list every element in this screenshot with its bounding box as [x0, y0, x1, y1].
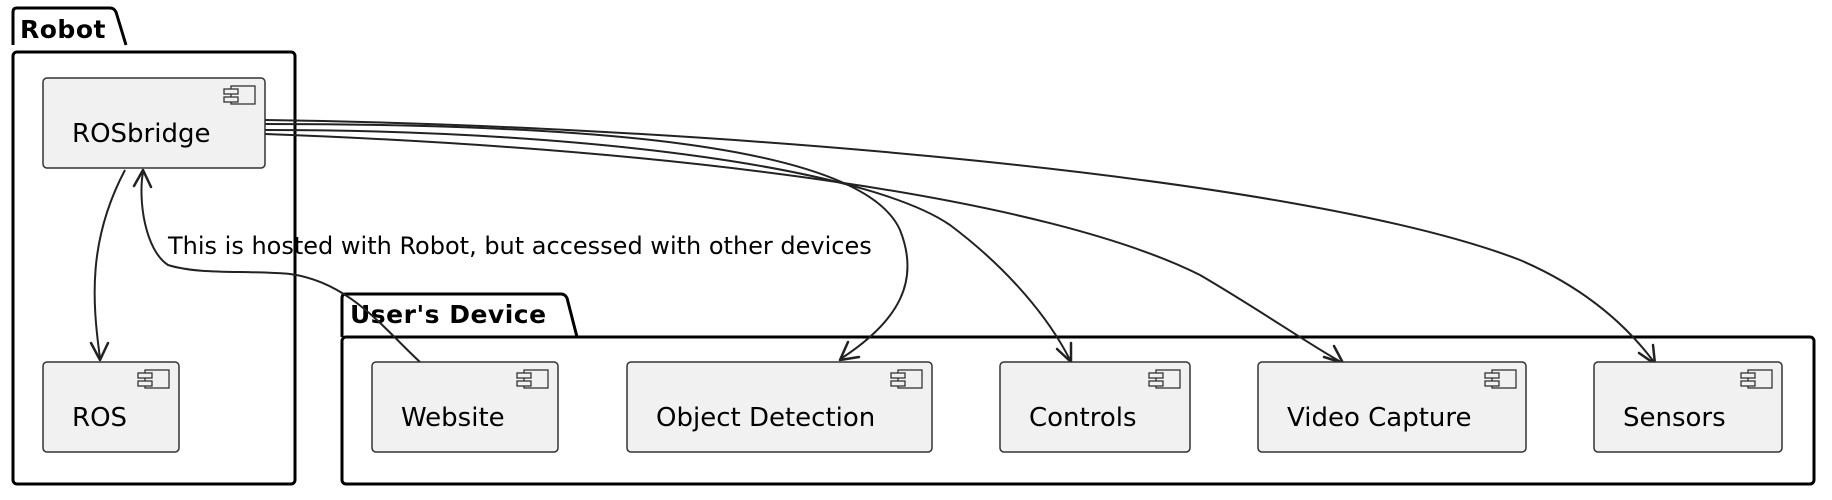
component-icon [137, 369, 170, 389]
component-video-capture[interactable]: Video Capture [1257, 361, 1527, 453]
edge-rosbridge-ros [93, 169, 126, 359]
package-users-device-frame [340, 335, 1816, 486]
component-controls-label: Controls [1029, 403, 1137, 433]
component-object-detection-box [626, 361, 933, 453]
component-icon [1740, 369, 1773, 389]
component-website-label: Website [401, 403, 505, 433]
component-video-capture-box [1257, 361, 1527, 453]
component-sensors-box [1593, 361, 1783, 453]
edge-rosbridge-sensors [264, 119, 1655, 363]
edge-rosbridge-object-detection-arrowhead [838, 340, 861, 362]
package-robot-tab [11, 6, 128, 46]
component-icon [516, 369, 549, 389]
component-object-detection[interactable]: Object Detection [626, 361, 933, 453]
component-ros[interactable]: ROS [42, 361, 180, 453]
edge-rosbridge-ros-arrowhead [89, 341, 110, 362]
component-rosbridge[interactable]: ROSbridge [42, 77, 266, 169]
component-icon [890, 369, 923, 389]
edge-rosbridge-controls-arrowhead [1055, 341, 1073, 364]
component-rosbridge-box [42, 77, 266, 169]
component-controls[interactable]: Controls [999, 361, 1191, 453]
edge-website-rosbridge [140, 171, 421, 363]
component-controls-box [999, 361, 1191, 453]
package-robot-frame [11, 50, 297, 486]
edge-website-rosbridge-label: This is hosted with Robot, but accessed … [167, 232, 872, 260]
package-users-device-label: User's Device [350, 300, 547, 329]
component-ros-label: ROS [72, 403, 127, 433]
edges: This is hosted with Robot, but accessed … [89, 119, 1657, 366]
component-rosbridge-label: ROSbridge [72, 119, 210, 149]
component-icon [223, 85, 256, 105]
edge-rosbridge-object-detection [264, 123, 909, 359]
component-icon [1148, 369, 1181, 389]
package-robot-label: Robot [20, 15, 106, 44]
package-users-device: User's Device [340, 292, 1816, 486]
component-icon [1484, 369, 1517, 389]
edge-website-rosbridge-arrowhead [132, 168, 153, 189]
edge-rosbridge-video-capture [264, 133, 1342, 363]
edge-rosbridge-controls [264, 129, 1071, 361]
component-sensors-label: Sensors [1623, 403, 1726, 433]
package-users-device-tab [340, 292, 579, 338]
component-sensors[interactable]: Sensors [1593, 361, 1783, 453]
component-object-detection-label: Object Detection [656, 403, 875, 433]
component-website[interactable]: Website [371, 361, 559, 453]
component-video-capture-label: Video Capture [1287, 403, 1472, 433]
package-robot: Robot [11, 6, 297, 486]
component-website-box [371, 361, 559, 453]
